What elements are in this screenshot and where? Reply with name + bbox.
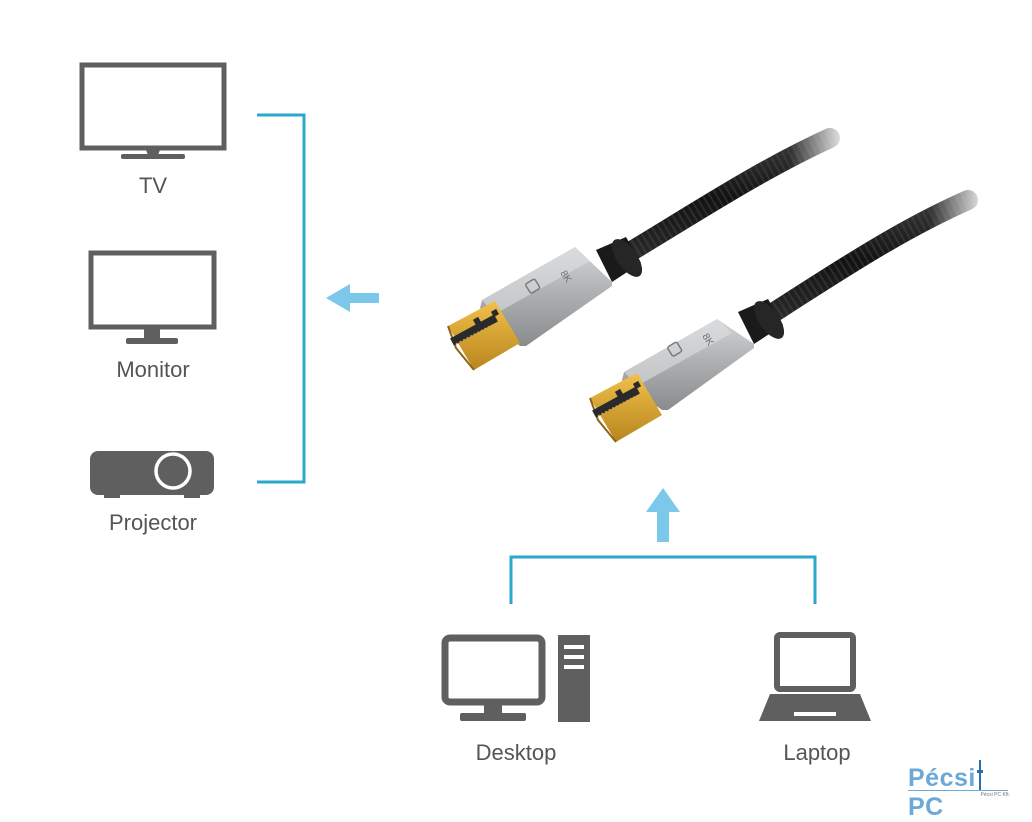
pecsi-pc-logo: Pécsi PC Pécsi PC Kft. [906,758,1016,821]
monitor-icon [88,250,217,344]
projector-icon [90,451,214,498]
connector-lower: 8K [589,299,785,443]
logo-underline [908,790,1008,791]
tv-icon [79,62,227,159]
logo-text-left: Pécsi [908,764,976,792]
laptop-icon [759,632,871,721]
logo-text-right: PC [908,793,944,821]
projector-label: Projector [108,510,198,535]
laptop-label: Laptop [783,740,851,765]
desktop-icon [441,634,590,722]
source-bracket [509,555,817,604]
tv-label: TV [138,173,168,198]
tower-icon [976,760,984,793]
up-arrow [646,488,680,542]
connector-upper: 8K [447,237,643,371]
displayport-cable [610,120,990,330]
output-bracket [257,113,306,484]
logo-subtext: Pécsi PC Kft. [980,792,1010,798]
logo-wordmark: Pécsi PC [908,760,1016,822]
monitor-label: Monitor [116,357,190,382]
left-arrow [326,284,379,312]
desktop-label: Desktop [475,740,557,765]
